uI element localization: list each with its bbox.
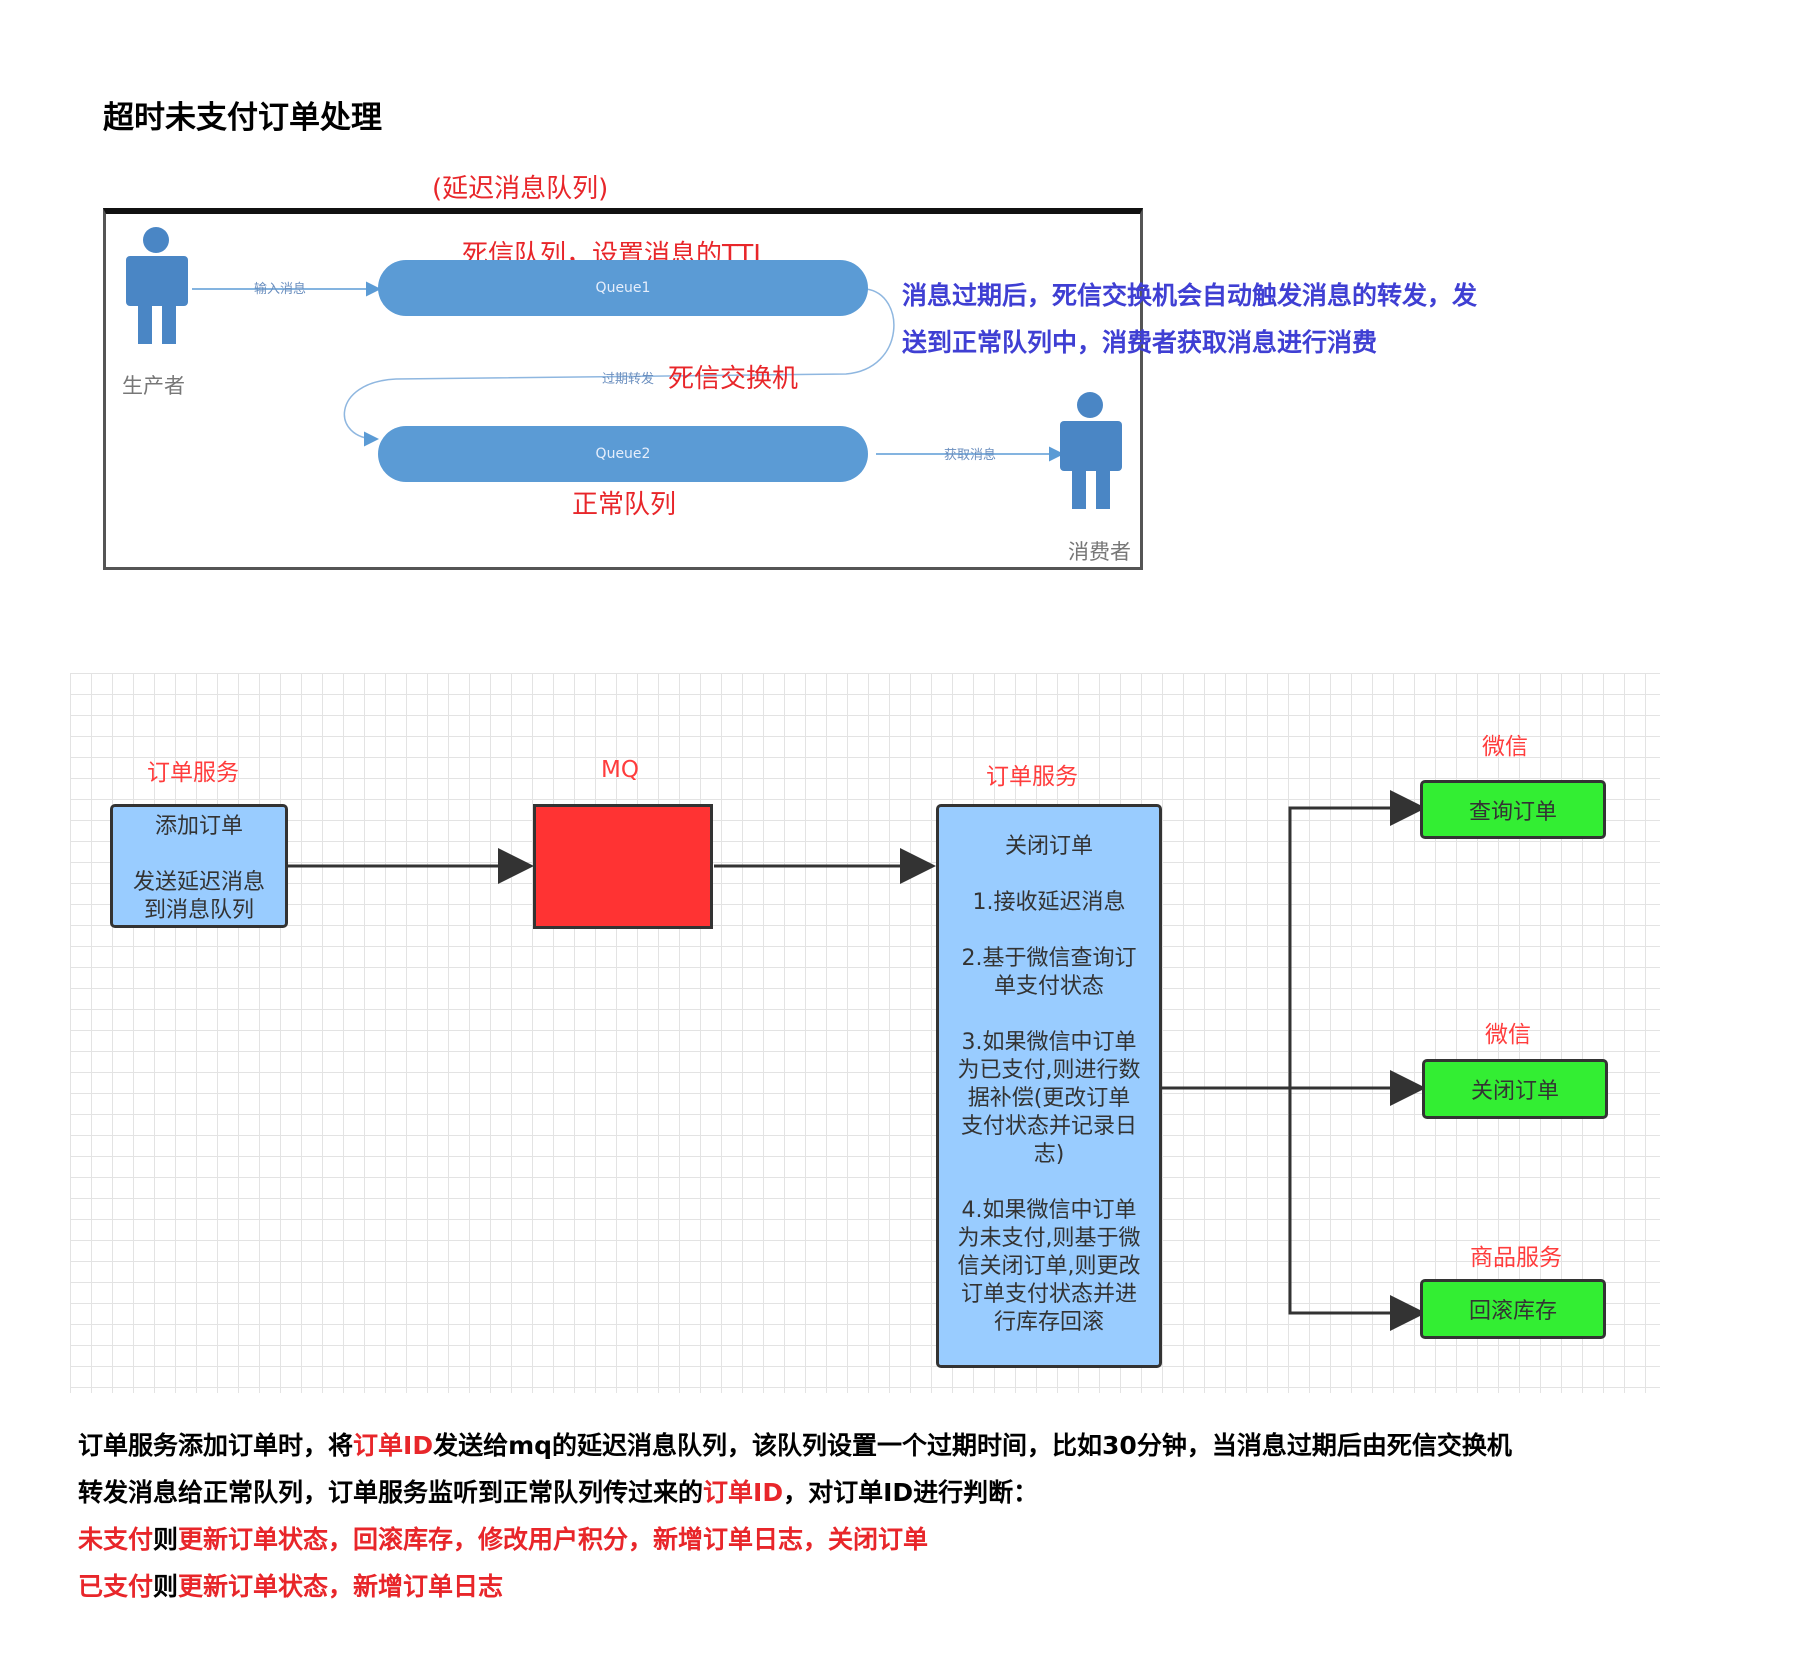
note-line-1: 消息过期后，死信交换机会自动触发消息的转发，发	[902, 281, 1478, 310]
order-id-highlight: 订单ID	[353, 1431, 434, 1460]
close-order-text: 关闭订单 1.接收延迟消息 2.基于微信查询订 单支付状态 3.如果微信中订单 …	[957, 834, 1141, 1335]
para-line-3: 未支付则更新订单状态，回滚库存，修改用户积分，新增订单日志，关闭订单	[78, 1516, 1678, 1563]
para-line-1: 订单服务添加订单时，将订单ID发送给mq的延迟消息队列，该队列设置一个过期时间，…	[78, 1422, 1678, 1469]
para-text: 发送给mq的延迟消息队列，该队列设置一个过期时间，比如30分钟，当消息过期后由死…	[433, 1431, 1512, 1460]
consumer-person-icon	[1060, 392, 1122, 509]
delay-queue-label: (延迟消息队列)	[432, 174, 609, 204]
query-order-box: 查询订单	[1420, 780, 1606, 839]
queue1: Queue1	[378, 260, 868, 316]
expire-forward-label: 过期转发	[602, 372, 655, 387]
close-order-box: 关闭订单 1.接收延迟消息 2.基于微信查询订 单支付状态 3.如果微信中订单 …	[936, 804, 1162, 1368]
arrow-to-rollback-stock	[1288, 1088, 1426, 1331]
dead-letter-exchange-label: 死信交换机	[668, 364, 799, 394]
para-text: 订单服务添加订单时，将	[78, 1431, 354, 1460]
unpaid-actions: 更新订单状态，回滚库存，修改用户积分，新增订单日志，关闭订单	[178, 1525, 929, 1554]
query-order-text: 查询订单	[1468, 799, 1557, 825]
input-message-label: 输入消息	[254, 282, 307, 297]
goods-service-label: 商品服务	[1470, 1245, 1562, 1271]
paid-actions: 更新订单状态，新增订单日志	[178, 1572, 504, 1601]
para-text: 转发消息给正常队列，订单服务监听到正常队列传过来的	[78, 1478, 704, 1507]
dead-letter-diagram: 死信队列，设置消息的TTL Queue1 输入消息 生产者 过期转发 死信交换机…	[103, 208, 1143, 570]
order-flow-diagram: 订单服务 添加订单 发送延迟消息 到消息队列 MQ 订单服务 关闭订单 1.接收…	[70, 673, 1660, 1393]
order-service-label-2: 订单服务	[986, 764, 1078, 790]
wechat-label-1: 微信	[1482, 734, 1528, 760]
consumer-label: 消费者	[1068, 540, 1131, 564]
mq-box	[533, 804, 713, 929]
add-order-text: 添加订单 发送延迟消息 到消息队列	[132, 814, 265, 923]
explanation-paragraph: 订单服务添加订单时，将订单ID发送给mq的延迟消息队列，该队列设置一个过期时间，…	[78, 1422, 1678, 1610]
dead-letter-diagram-lines	[126, 227, 1122, 509]
para-text: ，对订单ID进行判断：	[783, 1478, 1039, 1507]
get-message-label: 获取消息	[944, 448, 997, 463]
dead-letter-note: 消息过期后，死信交换机会自动触发消息的转发，发 送到正常队列中，消费者获取消息进…	[902, 272, 1562, 366]
expire-forward-arrow	[343, 288, 895, 447]
queue2: Queue2	[378, 426, 868, 482]
para-line-2: 转发消息给正常队列，订单服务监听到正常队列传过来的订单ID，对订单ID进行判断：	[78, 1469, 1678, 1516]
page-title: 超时未支付订单处理	[103, 100, 382, 136]
rollback-stock-box: 回滚库存	[1420, 1279, 1606, 1339]
para-text: 则	[153, 1572, 179, 1601]
close-order-wechat-box: 关闭订单	[1422, 1059, 1608, 1119]
paid-highlight: 已支付	[78, 1572, 154, 1601]
rollback-stock-text: 回滚库存	[1468, 1299, 1557, 1324]
producer-person-icon	[126, 227, 188, 344]
mq-label: MQ	[601, 757, 639, 783]
wechat-label-2: 微信	[1485, 1022, 1531, 1048]
producer-label: 生产者	[122, 374, 185, 398]
add-order-box: 添加订单 发送延迟消息 到消息队列	[110, 804, 288, 928]
note-line-2: 送到正常队列中，消费者获取消息进行消费	[902, 328, 1378, 357]
arrow-to-query-order	[1288, 790, 1426, 1088]
para-line-4: 已支付则更新订单状态，新增订单日志	[78, 1563, 1678, 1610]
order-id-highlight: 订单ID	[703, 1478, 784, 1507]
unpaid-highlight: 未支付	[78, 1525, 154, 1554]
order-flow-arrows	[286, 790, 1426, 1331]
order-service-label-1: 订单服务	[147, 760, 239, 786]
para-text: 则	[153, 1525, 179, 1554]
close-order-wechat-text: 关闭订单	[1470, 1079, 1559, 1104]
normal-queue-label: 正常队列	[572, 490, 677, 520]
